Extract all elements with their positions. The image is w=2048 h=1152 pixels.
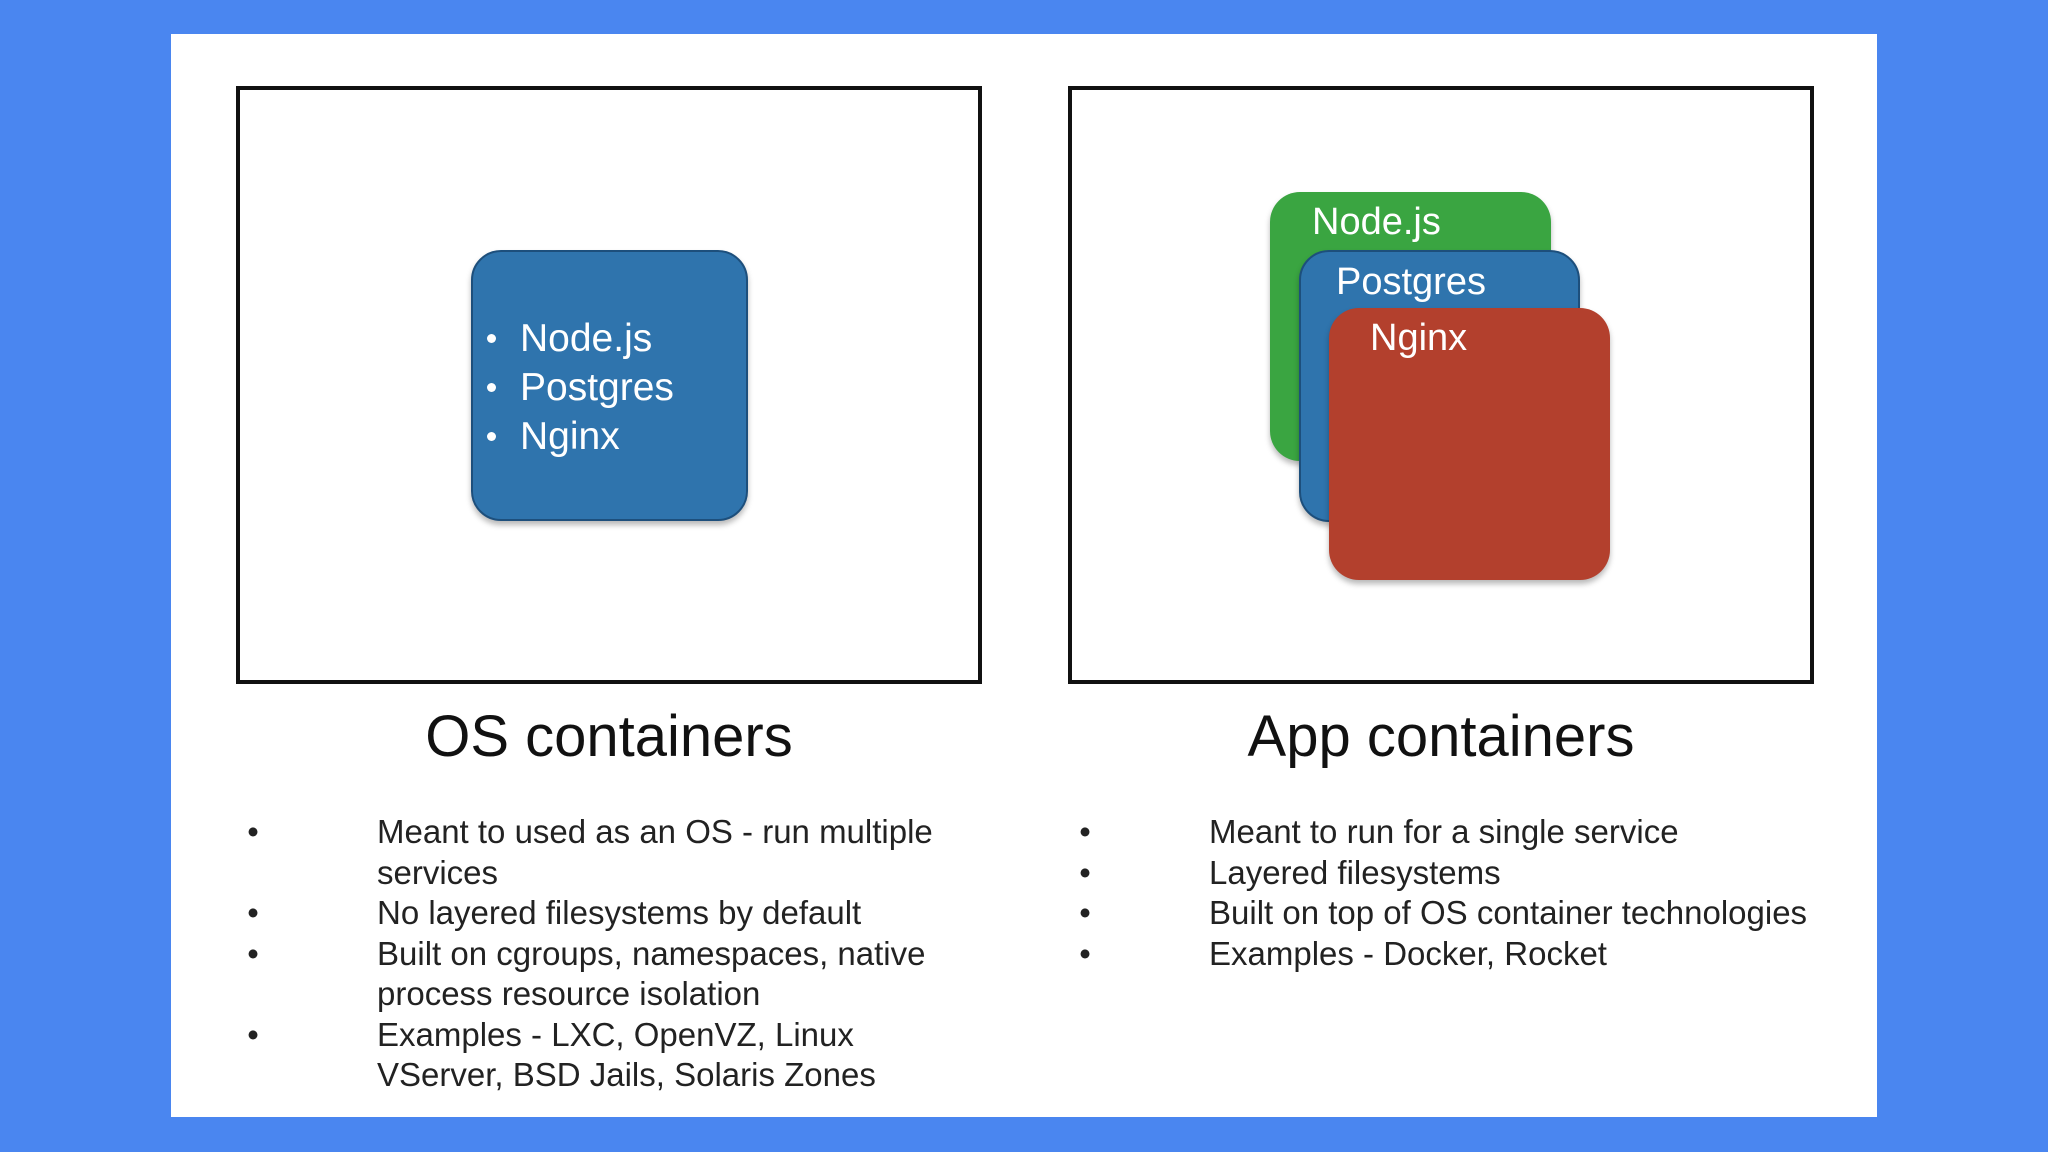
- bullet-icon: •: [1079, 813, 1091, 850]
- os-containers-heading: OS containers: [425, 704, 793, 769]
- service-label-postgres: Postgres: [520, 366, 674, 409]
- list-item: • No layered filesystems by default: [243, 893, 943, 934]
- bullet-text: Built on top of OS container technologie…: [1209, 894, 1808, 931]
- service-label-nginx: Nginx: [520, 415, 620, 458]
- list-item: • Meant to run for a single service: [1075, 812, 1835, 853]
- bullet-text: No layered filesystems by default: [377, 894, 862, 931]
- service-label-nodejs: Node.js: [520, 317, 653, 360]
- bullet-text: Built on cgroups, namespaces, native pro…: [377, 934, 926, 1013]
- list-item: Node.js: [487, 314, 674, 363]
- nginx-container: Nginx: [1329, 308, 1610, 580]
- bullet-text: Meant to used as an OS - run multiple se…: [377, 813, 933, 891]
- os-containers-bullets: • Meant to used as an OS - run multiple s…: [243, 812, 943, 1096]
- os-services-list: Node.js Postgres Nginx: [487, 314, 674, 461]
- os-container-box: Node.js Postgres Nginx: [471, 250, 748, 521]
- app-containers-heading: App containers: [1247, 704, 1635, 769]
- bullet-icon: •: [247, 813, 259, 850]
- list-item: • Built on top of OS container technologi…: [1075, 893, 1835, 934]
- slide: Node.js Postgres Nginx Node.js Postgres …: [171, 34, 1877, 1117]
- bullet-icon: [487, 432, 496, 441]
- list-item: • Meant to used as an OS - run multiple s…: [243, 812, 943, 893]
- bullet-icon: [487, 383, 496, 392]
- app-containers-bullets: • Meant to run for a single service • Laye…: [1075, 812, 1835, 974]
- list-item: Postgres: [487, 363, 674, 412]
- bullet-text: Layered filesystems: [1209, 853, 1501, 891]
- list-item: • Examples - LXC, OpenVZ, Linux VServer, …: [243, 1015, 943, 1096]
- bullet-icon: •: [247, 1015, 259, 1053]
- bullet-icon: •: [247, 894, 259, 931]
- bullet-icon: •: [1079, 934, 1091, 972]
- bullet-text: Examples - Docker, Rocket: [1209, 934, 1607, 972]
- bullet-icon: [487, 334, 496, 343]
- bullet-icon: •: [1079, 853, 1091, 891]
- os-containers-diagram: Node.js Postgres Nginx: [236, 86, 982, 684]
- container-label-nodejs: Node.js: [1312, 201, 1441, 243]
- bullet-text: Meant to run for a single service: [1209, 813, 1679, 850]
- container-label-nginx: Nginx: [1370, 317, 1468, 359]
- container-label-postgres: Postgres: [1336, 261, 1486, 303]
- bullet-text: Examples - LXC, OpenVZ, Linux VServer, B…: [377, 1015, 876, 1094]
- list-item: Nginx: [487, 412, 674, 461]
- bullet-icon: •: [247, 934, 259, 972]
- bullet-icon: •: [1079, 894, 1091, 931]
- list-item: • Layered filesystems: [1075, 853, 1835, 894]
- list-item: • Examples - Docker, Rocket: [1075, 934, 1835, 975]
- app-containers-diagram: Node.js Postgres Nginx: [1068, 86, 1814, 684]
- list-item: • Built on cgroups, namespaces, native pr…: [243, 934, 943, 1015]
